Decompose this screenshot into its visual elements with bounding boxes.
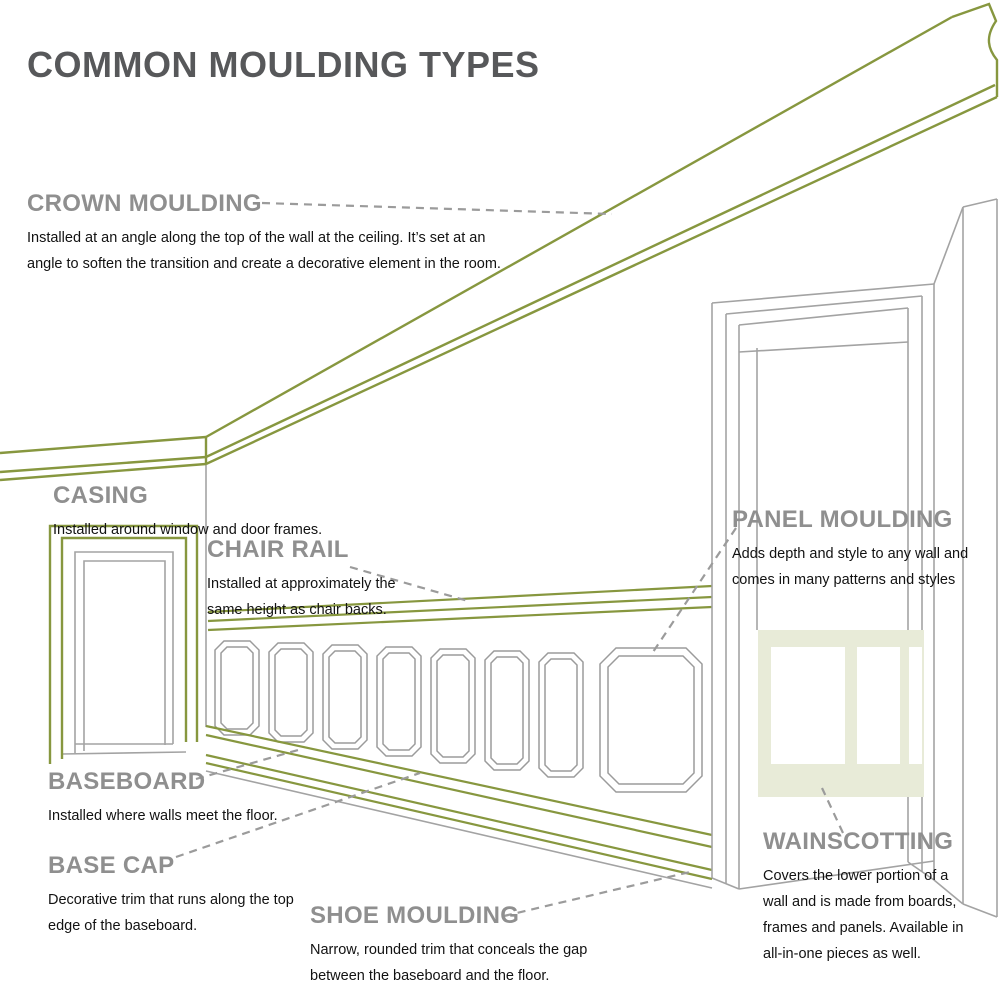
chair-rail-description: Installed at approximately the same heig…	[207, 576, 396, 619]
panel-moulding-leader-line	[652, 527, 737, 653]
shoe-moulding-heading: SHOE MOULDING	[310, 902, 520, 929]
casing-heading: CASING	[53, 482, 149, 509]
label-base-cap: BASE CAP Decorative trim that runs along…	[48, 852, 300, 939]
label-chair-rail: CHAIR RAIL Installed at approximately th…	[207, 536, 425, 623]
label-shoe-moulding: SHOE MOULDING Narrow, rounded trim that …	[310, 902, 615, 989]
chair-rail-heading: CHAIR RAIL	[207, 536, 349, 563]
panel-moulding-description: Adds depth and style to any wall and com…	[732, 546, 969, 589]
leader-lines	[175, 201, 844, 918]
baseboard-leader-line	[195, 748, 299, 781]
wainscotting-drawing	[758, 630, 924, 797]
base-cap-heading: BASE CAP	[48, 852, 175, 879]
base-cap-description: Decorative trim that runs along the top …	[48, 892, 294, 935]
label-crown-moulding: CROWN MOULDING Installed at an angle alo…	[27, 190, 512, 277]
baseboard-heading: BASEBOARD	[48, 768, 206, 795]
wainscotting-description: Covers the lower portion of a wall and i…	[763, 868, 964, 963]
crown-moulding-description: Installed at an angle along the top of t…	[27, 230, 501, 273]
crown-leader-line	[261, 201, 613, 216]
chair-rail-leader-line	[349, 565, 469, 603]
panel-moulding-heading: PANEL MOULDING	[732, 506, 953, 533]
casing-description: Installed around window and door frames.	[53, 522, 323, 538]
label-casing: CASING Installed around window and door …	[53, 482, 383, 543]
base-cap-leader-line	[175, 771, 421, 859]
baseboard-drawing	[205, 724, 713, 881]
label-wainscotting: WAINSCOTTING Covers the lower portion of…	[763, 828, 968, 967]
panel-moulding-drawing	[214, 640, 703, 793]
baseboard-description: Installed where walls meet the floor.	[48, 808, 278, 824]
casing-drawing	[48, 524, 199, 764]
floor-line-drawing	[205, 770, 713, 889]
crown-moulding-drawing	[0, 2, 999, 482]
crown-moulding-heading: CROWN MOULDING	[27, 190, 262, 217]
label-baseboard: BASEBOARD Installed where walls meet the…	[48, 768, 348, 829]
page-title: COMMON MOULDING TYPES	[27, 44, 540, 85]
left-wall-drawing	[61, 464, 207, 755]
wainscotting-heading: WAINSCOTTING	[763, 828, 954, 855]
shoe-moulding-description: Narrow, rounded trim that conceals the g…	[310, 942, 588, 985]
label-panel-moulding: PANEL MOULDING Adds depth and style to a…	[732, 506, 982, 593]
shoe-moulding-leader-line	[503, 870, 691, 918]
